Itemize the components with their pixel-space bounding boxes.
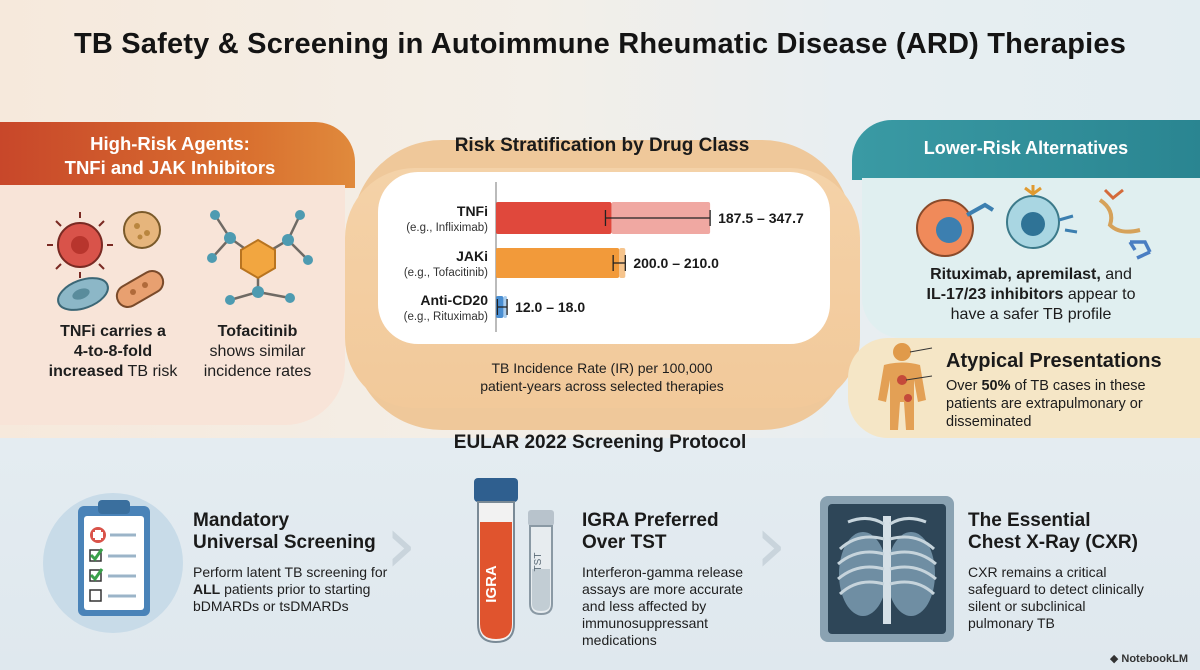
tofacitinib-line2: shows similar bbox=[209, 343, 306, 360]
atypical-line1-tail: of TB cases in these bbox=[1014, 378, 1146, 394]
brand-name: NotebookLM bbox=[1121, 653, 1188, 665]
high-risk-header bbox=[0, 122, 355, 188]
bar-1 bbox=[496, 248, 620, 278]
lower-risk-appear: appear to bbox=[1067, 286, 1136, 303]
tube-igra-label: IGRA bbox=[483, 565, 500, 603]
test-tubes-icon: IGRA TST bbox=[474, 478, 554, 644]
step-igra-preferred: IGRA Preferred Over TST Interferon-gamma… bbox=[582, 510, 772, 649]
step2-text-line5: medications bbox=[582, 632, 657, 648]
tnfi-risk-tail: TB risk bbox=[127, 363, 178, 380]
bar-0 bbox=[496, 202, 612, 234]
chest-xray-icon bbox=[820, 496, 954, 642]
step1-text-line3: bDMARDs or tsDMARDs bbox=[193, 598, 349, 614]
chart-caption: TB Incidence Rate (IR) per 100,000 patie… bbox=[352, 359, 852, 395]
category-example-2: (e.g., Rituximab) bbox=[404, 311, 489, 323]
tofacitinib-label: Tofacitinib bbox=[217, 323, 298, 340]
brand-label: ◆ NotebookLM bbox=[1110, 652, 1188, 665]
value-label-2: 12.0 – 18.0 bbox=[515, 299, 585, 315]
chart-caption-line2: patient-years across selected therapies bbox=[480, 378, 724, 394]
high-risk-header-line2: TNFi and JAK Inhibitors bbox=[64, 157, 276, 178]
atypical-over: Over bbox=[946, 378, 978, 394]
step3-text-line3: silent or subclinical bbox=[968, 598, 1086, 614]
step2-title-line2: Over TST bbox=[582, 532, 667, 553]
chart-caption-line1: TB Incidence Rate (IR) per 100,000 bbox=[491, 360, 713, 376]
atypical-line3: disseminated bbox=[946, 414, 1032, 430]
high-risk-panel bbox=[0, 185, 345, 425]
lower-risk-header-text: Lower-Risk Alternatives bbox=[923, 138, 1129, 158]
tofacitinib-text: Tofacitinib shows similar incidence rate… bbox=[185, 322, 330, 382]
human-body-icon bbox=[878, 343, 933, 430]
chart-title: Risk Stratification by Drug Class bbox=[454, 135, 750, 156]
step2-title-line1: IGRA Preferred bbox=[582, 510, 719, 531]
clipboard-checklist-icon bbox=[43, 493, 183, 633]
value-label-0: 187.5 – 347.7 bbox=[718, 210, 804, 226]
chevron-right-icon-2: › bbox=[755, 498, 787, 591]
step2-text-line4: immunosuppressant bbox=[582, 615, 709, 631]
step3-title-line1: The Essential bbox=[968, 510, 1091, 531]
high-risk-header-text: High-Risk Agents: TNFi and JAK Inhibitor… bbox=[0, 132, 340, 180]
atypical-title: Atypical Presentations bbox=[946, 350, 1162, 372]
brand-icon: ◆ bbox=[1109, 653, 1119, 665]
step1-text-line2: patients prior to starting bbox=[224, 581, 371, 597]
category-label-0: TNFi bbox=[457, 203, 488, 219]
step2-text-line3: and less affected by bbox=[582, 598, 707, 614]
immune-cells-icon bbox=[916, 185, 1152, 260]
step3-text-line2: safeguard to detect clinically bbox=[968, 581, 1144, 597]
value-label-1: 200.0 – 210.0 bbox=[633, 255, 719, 271]
step1-text-line1: Perform latent TB screening for bbox=[193, 564, 388, 580]
category-example-0: (e.g., Infliximab) bbox=[406, 222, 488, 234]
step2-text-line1: Interferon-gamma release bbox=[582, 564, 744, 580]
lower-risk-line3: have a safer TB profile bbox=[950, 306, 1112, 323]
step1-title-line1: Mandatory bbox=[193, 510, 290, 531]
tnfi-risk-line1: TNFi carries a bbox=[60, 323, 166, 340]
step3-title-line2: Chest X-Ray (CXR) bbox=[968, 532, 1138, 553]
step-mandatory-screening: Mandatory Universal Screening Perform la… bbox=[193, 510, 423, 615]
step3-text-line1: CXR remains a critical bbox=[968, 564, 1107, 580]
screening-protocol-section bbox=[0, 438, 1200, 670]
atypical-percent: 50% bbox=[981, 378, 1011, 394]
atypical-line2: patients are extrapulmonary or bbox=[946, 396, 1143, 412]
step3-text-line4: pulmonary TB bbox=[968, 615, 1055, 631]
atypical-text: Over 50% of TB cases in these patients a… bbox=[946, 377, 1186, 431]
lower-risk-agents-2: IL-17/23 inhibitors bbox=[926, 286, 1064, 303]
molecule-icon bbox=[207, 210, 313, 305]
tnfi-risk-increased: increased bbox=[48, 363, 124, 380]
step-chest-xray: The Essential Chest X-Ray (CXR) CXR rema… bbox=[968, 510, 1190, 632]
tube-tst-label: TST bbox=[533, 553, 544, 572]
lower-risk-and: and bbox=[1105, 266, 1132, 283]
tnfi-risk-text: TNFi carries a 4-to-8-fold increased TB … bbox=[28, 322, 198, 382]
category-label-2: Anti-CD20 bbox=[420, 292, 488, 308]
tofacitinib-line3: incidence rates bbox=[203, 363, 312, 380]
page-title: TB Safety & Screening in Autoimmune Rheu… bbox=[73, 28, 1127, 60]
step1-text-all: ALL bbox=[193, 581, 221, 597]
lower-risk-agents-1: Rituximab, apremilast, bbox=[930, 266, 1101, 283]
category-example-1: (e.g., Tofacitinib) bbox=[404, 267, 488, 279]
category-label-1: JAKi bbox=[456, 248, 488, 264]
step1-title-line2: Universal Screening bbox=[193, 532, 376, 553]
high-risk-header-line1: High-Risk Agents: bbox=[90, 133, 250, 154]
chevron-right-icon: › bbox=[385, 498, 417, 591]
lower-risk-text: Rituximab, apremilast, and IL-17/23 inhi… bbox=[872, 265, 1190, 325]
tnfi-risk-fold: 4-to-8-fold bbox=[73, 343, 153, 360]
bacteria-icon bbox=[47, 211, 165, 311]
screening-protocol-title: EULAR 2022 Screening Protocol bbox=[453, 432, 747, 453]
step2-text-line2: assays are more accurate bbox=[582, 581, 744, 597]
lower-risk-header bbox=[852, 120, 1200, 180]
